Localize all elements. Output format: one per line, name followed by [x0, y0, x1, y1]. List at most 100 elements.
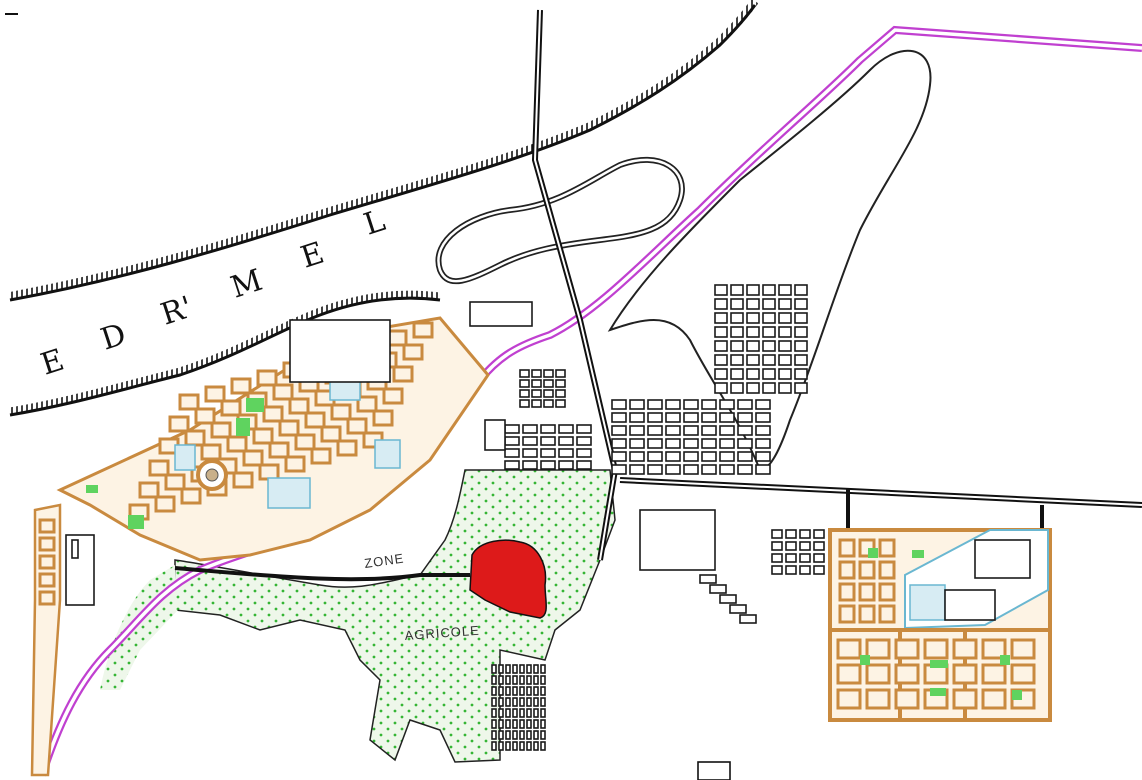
residential-block	[665, 438, 681, 449]
residential-block	[719, 594, 737, 604]
residential-block	[813, 541, 825, 551]
residential-block	[498, 719, 504, 729]
residential-block	[519, 664, 525, 674]
residential-block	[540, 424, 556, 434]
residential-block	[555, 379, 566, 388]
urban-block	[981, 663, 1007, 685]
residential-block	[719, 464, 735, 475]
residential-block	[512, 675, 518, 685]
residential-block	[558, 436, 574, 446]
residential-block	[611, 412, 627, 423]
urban-block	[878, 582, 896, 602]
residential-block	[799, 553, 811, 563]
residential-block	[512, 741, 518, 751]
residential-block	[505, 719, 511, 729]
residential-block	[512, 708, 518, 718]
residential-block	[755, 425, 771, 436]
zone-label-zone: ZONE	[363, 551, 405, 571]
urban-block	[294, 433, 316, 451]
residential-block	[533, 675, 539, 685]
residential-block	[558, 448, 574, 458]
residential-block	[512, 719, 518, 729]
urban-block	[278, 419, 300, 437]
residential-block	[543, 379, 554, 388]
residential-block	[540, 664, 546, 674]
residential-block	[730, 340, 744, 352]
residential-block	[505, 730, 511, 740]
urban-block	[894, 663, 920, 685]
residential-block	[771, 529, 783, 539]
residential-block	[683, 412, 699, 423]
residential-block	[498, 675, 504, 685]
residential-block	[512, 686, 518, 696]
residential-block	[540, 741, 546, 751]
residential-block	[778, 382, 792, 394]
residential-block	[683, 464, 699, 475]
urban-block	[330, 403, 352, 421]
residential-block	[512, 664, 518, 674]
residential-block	[611, 425, 627, 436]
residential-block	[730, 284, 744, 296]
residential-block	[531, 389, 542, 398]
racetrack-loop	[435, 157, 685, 285]
residential-block	[813, 529, 825, 539]
residential-block	[709, 584, 727, 594]
residential-block	[778, 326, 792, 338]
residential-block	[699, 574, 717, 584]
residential-block	[522, 436, 538, 446]
residential-block	[498, 697, 504, 707]
residential-block	[778, 340, 792, 352]
green-spaces	[86, 398, 1022, 700]
urban-block	[878, 560, 896, 580]
urban-block	[310, 447, 332, 465]
river-letter-6: L	[360, 203, 390, 242]
residential-block	[778, 368, 792, 380]
residential-block	[665, 451, 681, 462]
urban-block	[304, 411, 326, 429]
residential-block	[737, 464, 753, 475]
residential-block	[762, 382, 776, 394]
residential-block	[522, 460, 538, 470]
river-letter-4: M	[227, 263, 267, 306]
urban-block	[836, 663, 862, 685]
urban-block	[204, 385, 226, 403]
residential-block	[737, 412, 753, 423]
east-west-road	[619, 477, 1142, 530]
residential-block	[714, 340, 728, 352]
residential-block	[737, 399, 753, 410]
river-letter-2: D	[97, 317, 131, 358]
urban-block	[164, 473, 186, 491]
residential-block	[665, 412, 681, 423]
urban-block	[838, 604, 856, 624]
residential-block	[576, 424, 592, 434]
residential-block	[778, 284, 792, 296]
urban-block	[858, 560, 876, 580]
urban-block	[38, 554, 56, 570]
residential-block	[526, 697, 532, 707]
building-blocks	[491, 284, 825, 751]
urban-block	[981, 638, 1007, 660]
residential-block	[737, 438, 753, 449]
urban-block	[858, 582, 876, 602]
residential-block	[665, 464, 681, 475]
residential-block	[746, 284, 760, 296]
residential-block	[611, 438, 627, 449]
urban-block	[232, 471, 254, 489]
urban-block	[320, 425, 342, 443]
residential-block	[543, 369, 554, 378]
residential-block	[683, 425, 699, 436]
residential-block	[746, 354, 760, 366]
residential-block	[611, 399, 627, 410]
residential-block	[576, 448, 592, 458]
urban-block	[256, 369, 278, 387]
western-urban-district	[56, 316, 490, 562]
residential-block	[505, 741, 511, 751]
residential-block	[629, 425, 645, 436]
residential-block	[730, 326, 744, 338]
urban-block	[952, 638, 978, 660]
residential-block	[540, 708, 546, 718]
residential-block	[730, 354, 744, 366]
residential-block	[505, 708, 511, 718]
residential-block	[491, 741, 497, 751]
residential-block	[762, 326, 776, 338]
